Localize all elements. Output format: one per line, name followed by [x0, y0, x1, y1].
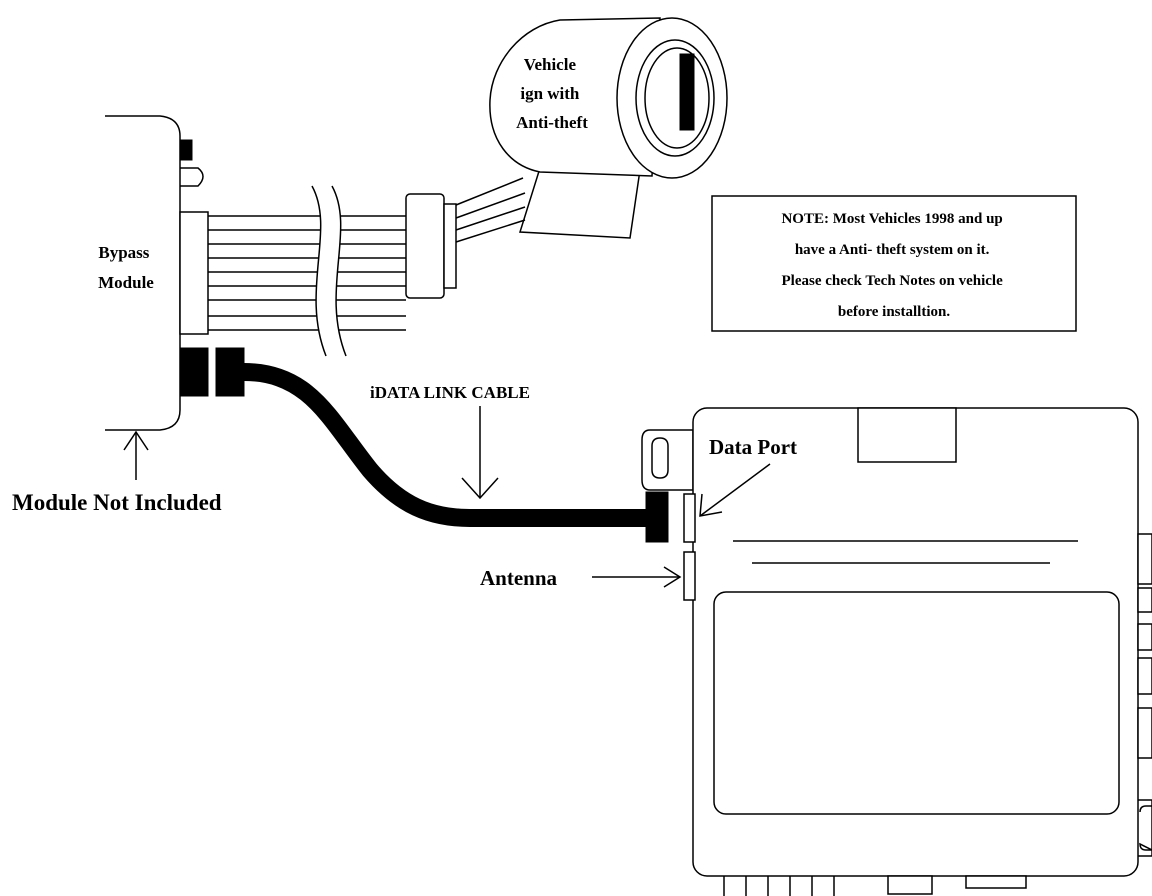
note-box: NOTE: Most Vehicles 1998 and up have a A… — [711, 195, 1077, 332]
cable-label: iDATA LINK CABLE — [370, 383, 530, 402]
mount-tab-hole-right — [1139, 805, 1152, 851]
module-small-loop — [180, 167, 204, 187]
antenna-port — [683, 551, 696, 601]
wire-break-right — [331, 185, 347, 357]
ignition-cylinder: Vehicle ign with Anti-theft — [489, 17, 728, 239]
ignition-body — [489, 17, 661, 177]
bypass-label-line-2: Module — [98, 273, 154, 292]
idata-link-cable — [243, 363, 669, 543]
module-data-plug-left — [179, 347, 209, 397]
antenna-label: Antenna — [480, 566, 558, 590]
cable-line — [243, 363, 650, 527]
ignition-wires — [455, 177, 526, 243]
unit-top-notch — [857, 407, 957, 463]
bottom-connector-2 — [965, 875, 1027, 889]
key-slot — [679, 53, 695, 131]
note-line-4: before installtion. — [838, 304, 950, 320]
module-not-included-arrow — [123, 430, 149, 480]
ignition-face-inner — [644, 47, 710, 149]
bypass-module-label: Bypass Module — [98, 243, 154, 292]
module-harness-plug — [179, 211, 209, 335]
data-port — [683, 493, 696, 543]
module-not-included-label: Module Not Included — [12, 490, 222, 515]
data-port-label: Data Port — [709, 435, 797, 459]
unit-body — [692, 407, 1139, 877]
side-connector-3 — [1137, 623, 1152, 651]
ignition-face-ring — [635, 39, 715, 157]
connector-body — [405, 193, 445, 299]
antenna-arrow — [592, 566, 682, 588]
ignition-label-line-1: Vehicle — [524, 55, 577, 74]
mount-tab-hole-left — [651, 437, 669, 479]
module-data-plug-right — [215, 347, 245, 397]
cable-arrow — [461, 406, 499, 500]
note-box-frame — [711, 195, 1077, 332]
note-line-2: have a Anti- theft system on it. — [795, 242, 990, 258]
bypass-label-line-1: Bypass — [98, 243, 149, 262]
ignition-label-line-3: Anti-theft — [516, 113, 588, 132]
ignition-face-outer — [616, 17, 728, 179]
harness-wires — [208, 185, 406, 357]
side-connector-5 — [1137, 707, 1152, 759]
ignition-label-line-2: ign with — [520, 84, 580, 103]
side-connector-2 — [1137, 587, 1152, 613]
note-text: NOTE: Most Vehicles 1998 and up have a A… — [781, 211, 1006, 320]
unit-label-window — [713, 591, 1120, 815]
module-small-plug — [179, 139, 193, 161]
ignition-wire-band — [518, 167, 641, 239]
bottom-pins — [723, 876, 835, 896]
wire-break-left — [311, 185, 327, 357]
ignition-label: Vehicle ign with Anti-theft — [516, 55, 588, 132]
remote-start-unit — [641, 407, 1152, 896]
note-line-3: Please check Tech Notes on vehicle — [782, 273, 1004, 289]
side-connector-4 — [1137, 657, 1152, 695]
cable-plug — [645, 491, 669, 543]
bottom-connector — [887, 875, 933, 895]
note-line-1: NOTE: Most Vehicles 1998 and up — [781, 211, 1002, 227]
bypass-module: Bypass Module — [98, 115, 245, 431]
harness-connector — [405, 193, 457, 299]
connector-tab — [443, 203, 457, 289]
side-connector-1 — [1137, 533, 1152, 585]
data-port-arrow — [699, 463, 771, 517]
